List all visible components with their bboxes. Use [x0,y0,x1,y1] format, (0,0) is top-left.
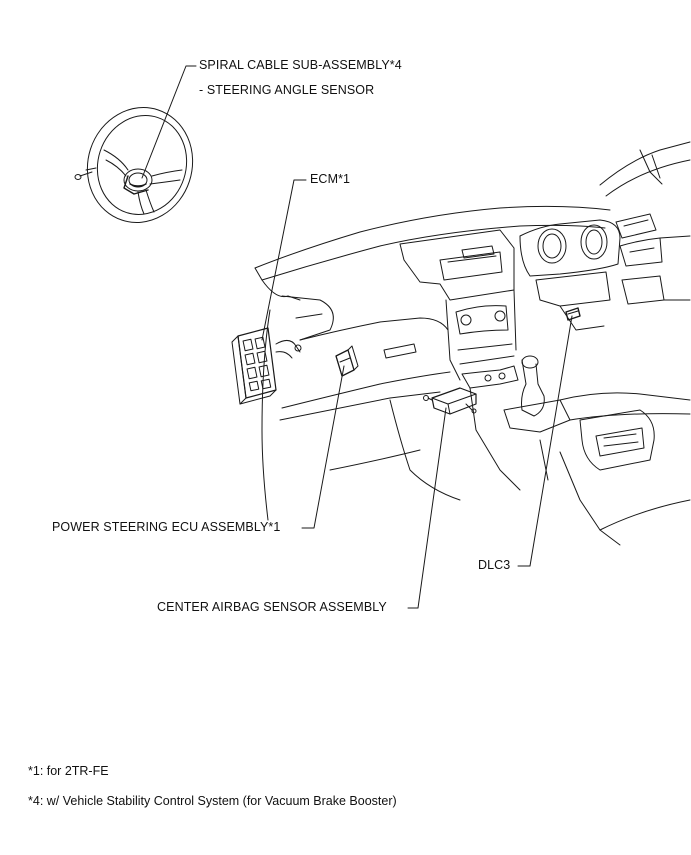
ecm-drawing [231,327,302,405]
ecm-label: ECM*1 [310,172,351,186]
dashboard-drawing [254,141,691,546]
center-airbag-sensor-drawing [423,387,477,415]
spiral-cable-label: SPIRAL CABLE SUB-ASSEMBLY*4 [199,58,402,72]
leader-lines [141,65,573,609]
dlc3-label: DLC3 [478,558,511,572]
power-steering-ecu-label: POWER STEERING ECU ASSEMBLY*1 [52,520,281,534]
steering-angle-sensor-label: - STEERING ANGLE SENSOR [199,83,375,97]
footnote-1: *1: for 2TR-FE [28,764,109,778]
footnote-4: *4: w/ Vehicle Stability Control System … [28,794,397,808]
center-airbag-sensor-label: CENTER AIRBAG SENSOR ASSEMBLY [157,600,387,614]
steering-wheel-drawing [74,107,194,223]
dlc3-drawing [565,307,581,321]
power-steering-ecu-drawing [335,345,359,377]
